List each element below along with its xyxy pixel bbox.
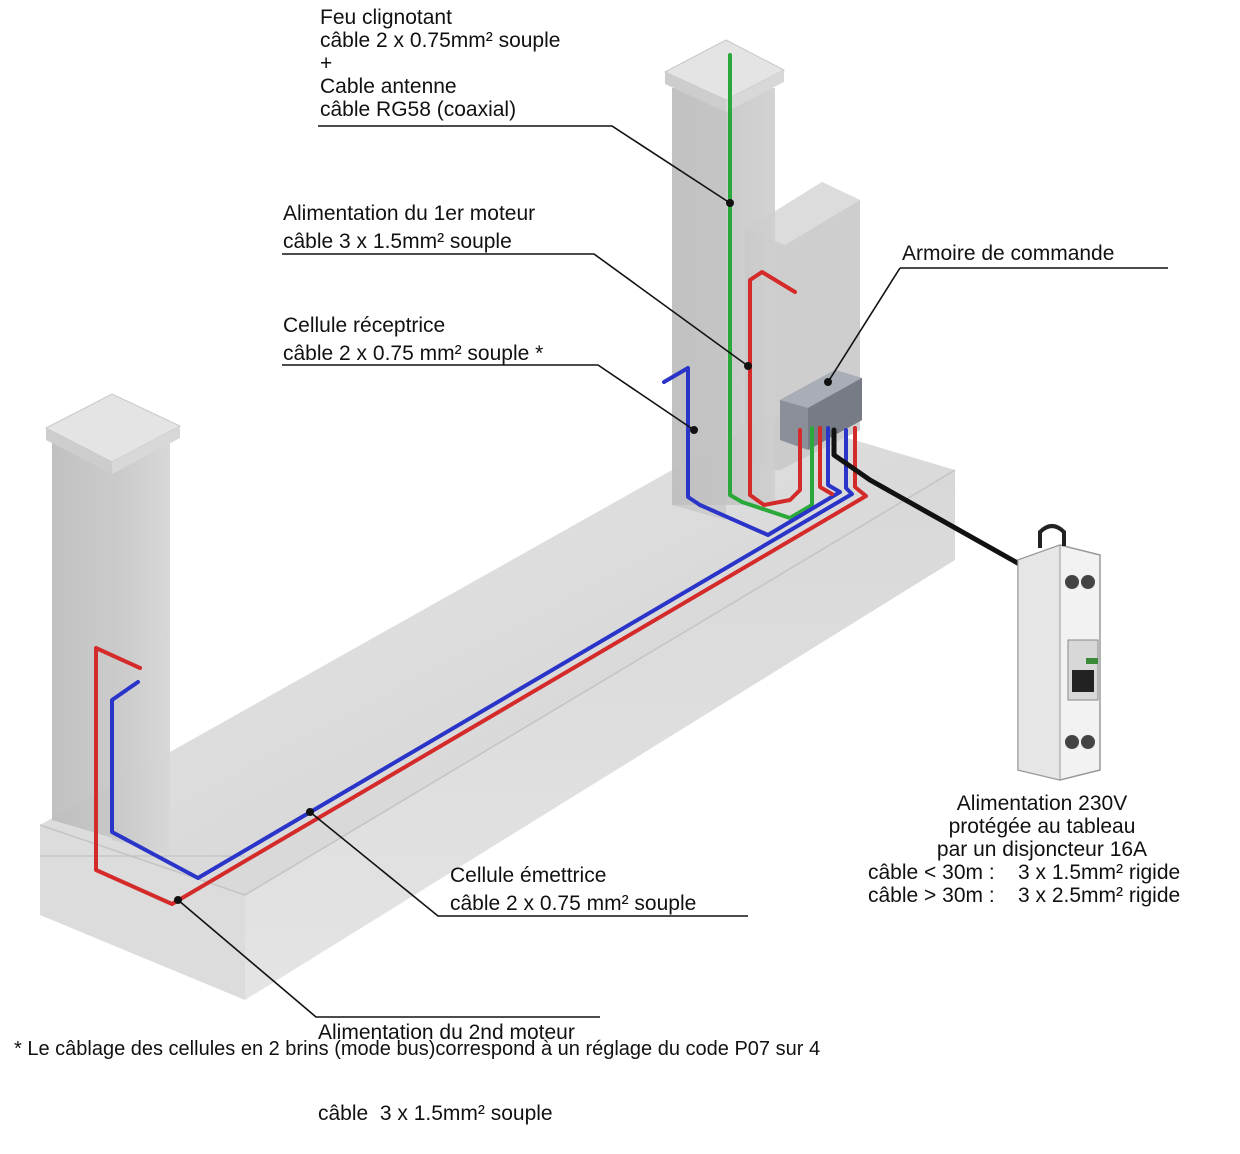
label-line: Cable antenne bbox=[320, 75, 457, 98]
label-line: par un disjoncteur 16A bbox=[936, 838, 1148, 861]
label-cellule-emettrice: Cellule émettrice câble 2 x 0.75 mm² sou… bbox=[450, 862, 696, 918]
cables bbox=[94, 53, 1033, 906]
blue-cable-receiver bbox=[662, 366, 842, 537]
label-line: Feu clignotant bbox=[320, 6, 452, 29]
circuit-breaker bbox=[1017, 524, 1101, 781]
wiring-diagram bbox=[39, 39, 1168, 1018]
label-cellule-receptrice: Cellule réceptrice câble 2 x 0.75 mm² so… bbox=[283, 312, 543, 368]
label-line: câble 2 x 0.75 mm² souple bbox=[450, 892, 697, 915]
label-line: câble < 30m : 3 x 1.5mm² rigide bbox=[868, 861, 1181, 884]
footnote: * Le câblage des cellules en 2 brins (mo… bbox=[14, 1038, 821, 1060]
label-line: Alimentation du 2nd moteur bbox=[318, 1021, 575, 1044]
label-line: câble > 30m : 3 x 2.5mm² rigide bbox=[868, 884, 1181, 907]
label-line: câble 2 x 0.75 mm² souple * bbox=[283, 342, 544, 365]
label-line: câble 2 x 0.75mm² souple bbox=[320, 29, 561, 52]
left-pillar bbox=[44, 393, 182, 855]
concrete-footing bbox=[39, 415, 956, 1000]
callout-dots bbox=[174, 199, 832, 904]
label-line: Alimentation 230V bbox=[956, 792, 1128, 815]
label-alimentation-230v: Alimentation 230V protégée au tableau pa… bbox=[868, 792, 1216, 907]
label-line: + bbox=[320, 52, 333, 75]
label-line: Cellule réceptrice bbox=[283, 314, 446, 337]
blue-cable-emitter bbox=[110, 428, 854, 880]
label-line: câble RG58 (coaxial) bbox=[320, 98, 517, 121]
label-feu-clignotant: Feu clignotant câble 2 x 0.75mm² souple … bbox=[320, 6, 560, 121]
label-line: Cellule émettrice bbox=[450, 864, 607, 887]
black-cable-230v bbox=[831, 427, 1033, 573]
red-cable-box bbox=[818, 426, 834, 496]
label-moteur-1: Alimentation du 1er moteur câble 3 x 1.5… bbox=[283, 200, 535, 256]
red-cable-motor2 bbox=[94, 426, 868, 906]
label-armoire: Armoire de commande bbox=[902, 242, 1115, 265]
green-cable bbox=[728, 53, 814, 520]
label-line: protégée au tableau bbox=[948, 815, 1136, 838]
label-line: câble 3 x 1.5mm² souple bbox=[283, 230, 512, 253]
label-line: Alimentation du 1er moteur bbox=[283, 202, 536, 225]
label-line: câble 3 x 1.5mm² souple bbox=[318, 1102, 553, 1125]
red-cable-motor1 bbox=[748, 270, 802, 507]
callout-lines bbox=[177, 125, 1168, 1018]
right-pillar bbox=[663, 39, 786, 520]
